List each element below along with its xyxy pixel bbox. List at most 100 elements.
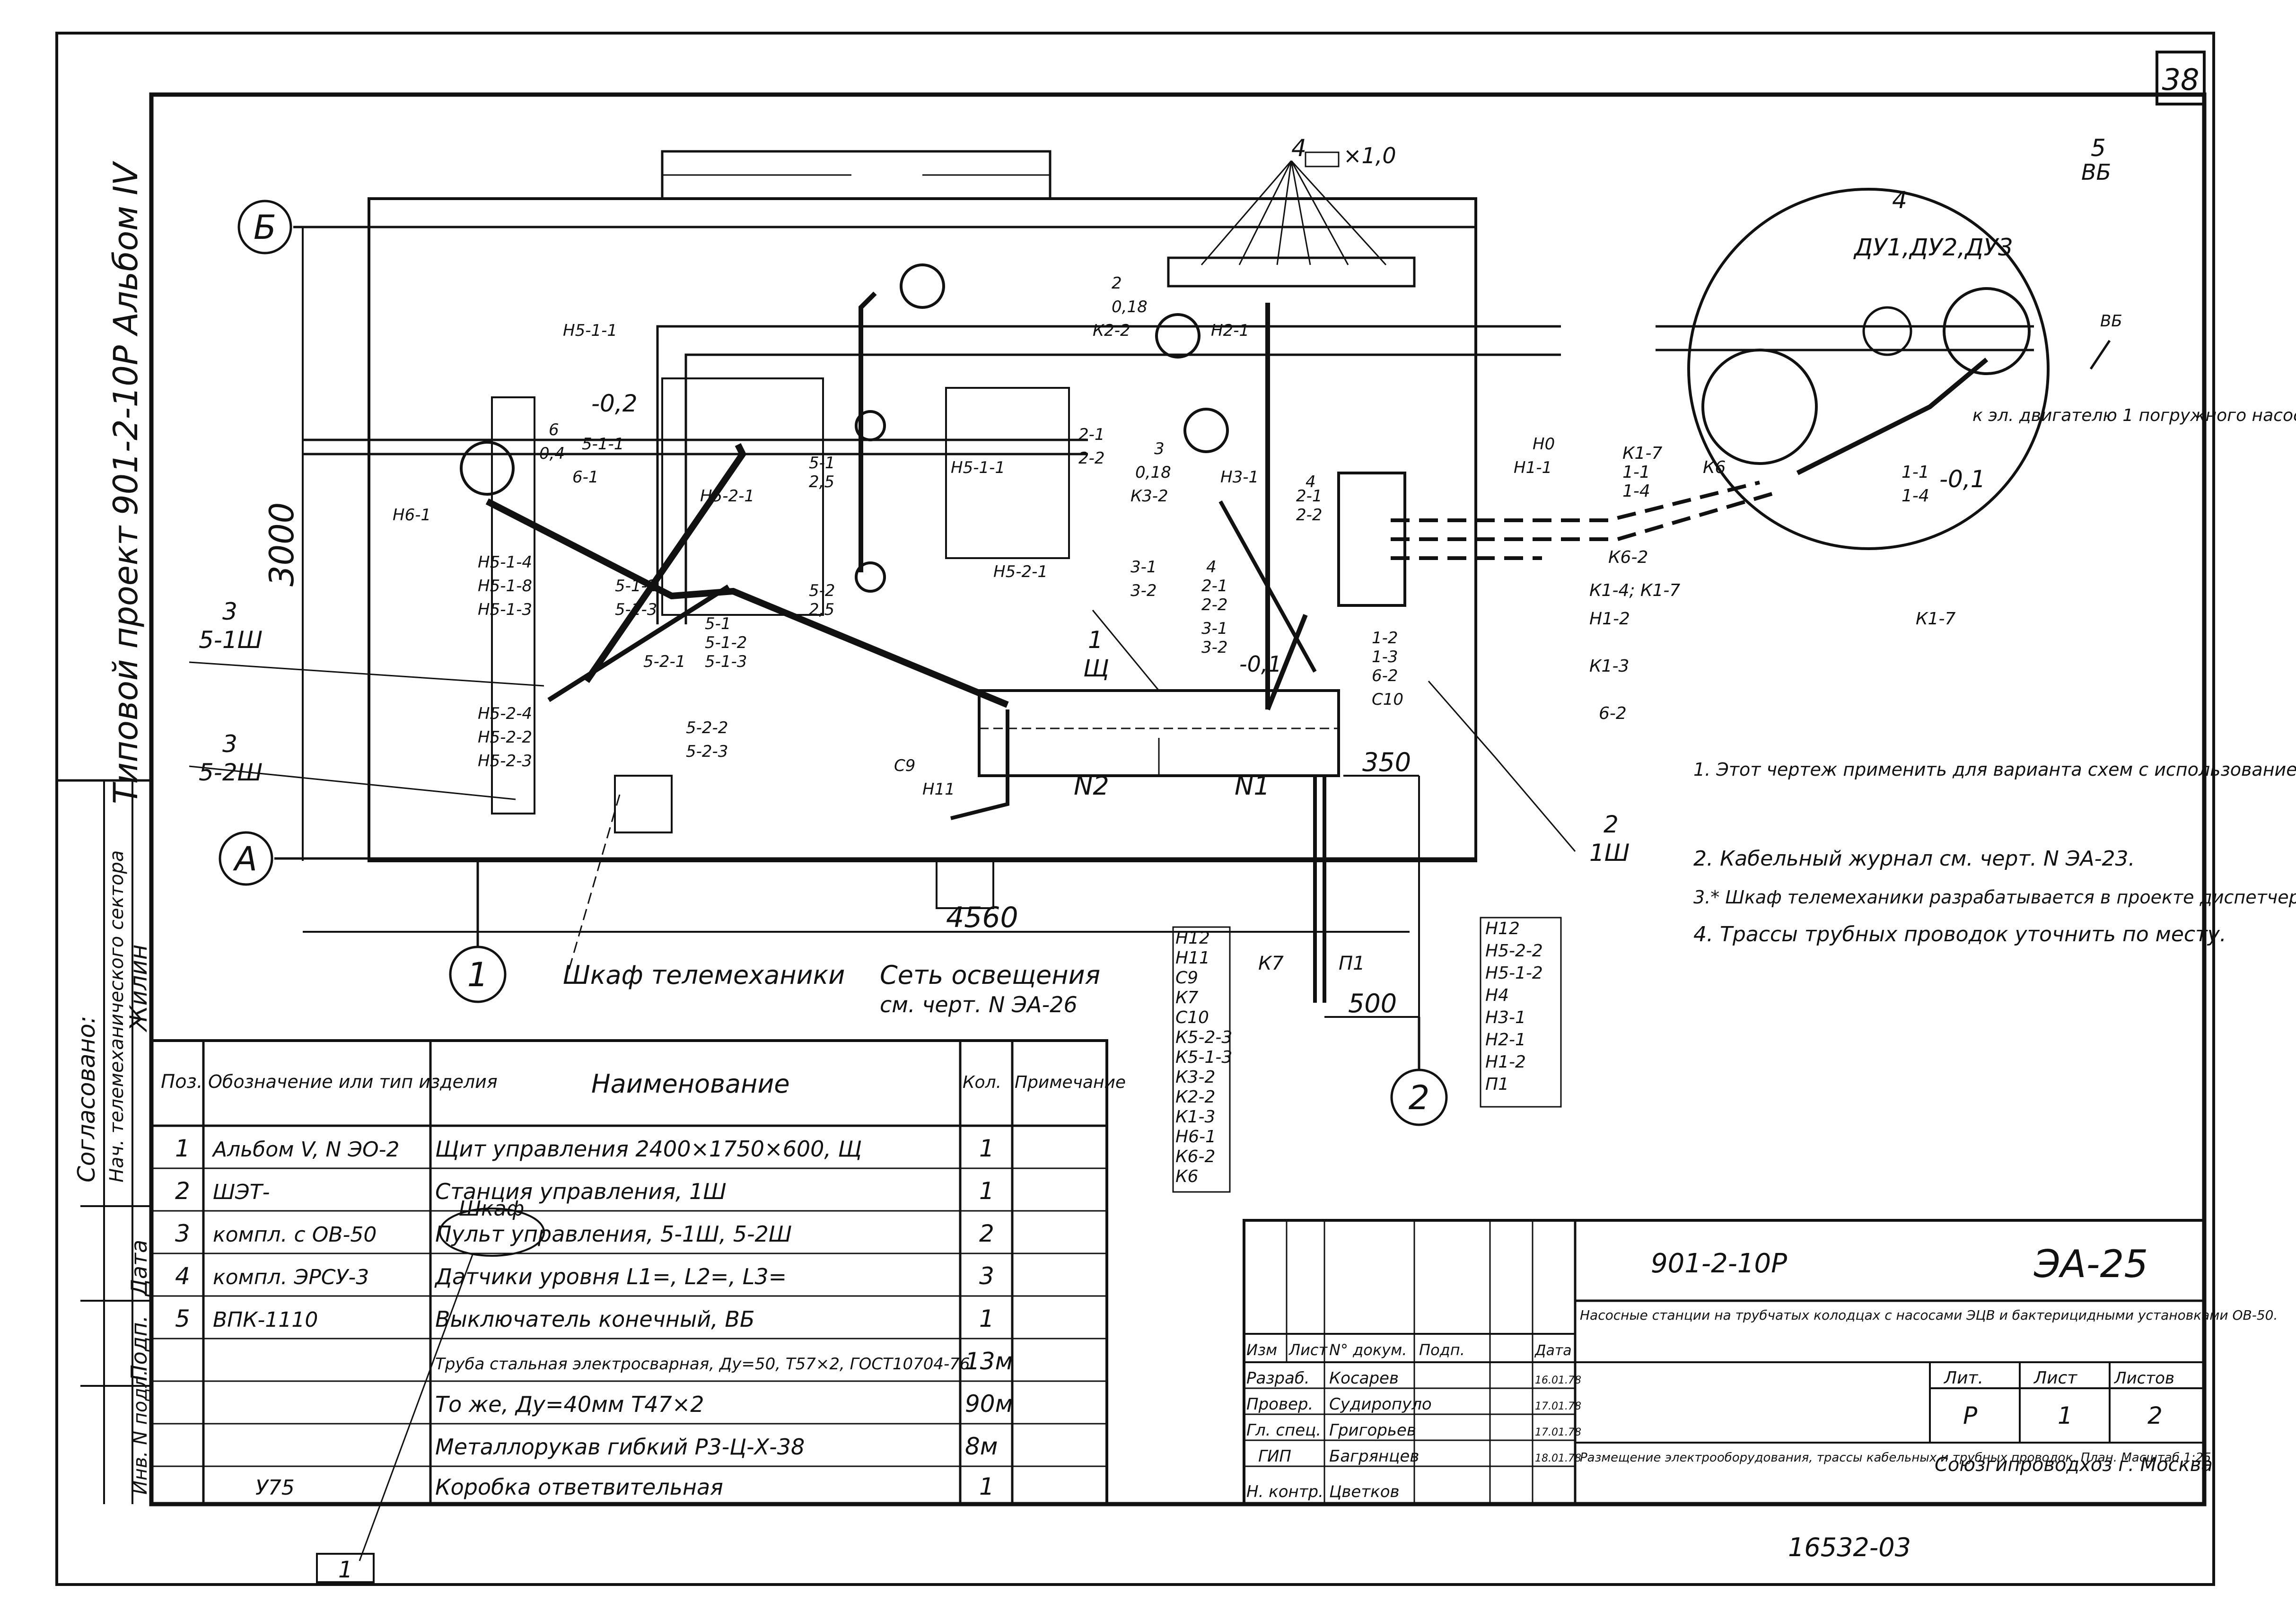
person: Багрянцев [1329, 1447, 1419, 1466]
tag: 2-2 [1078, 449, 1105, 468]
svg-text:1: 1 [979, 1177, 994, 1205]
tag: К1-7 [1916, 609, 1955, 629]
role: Провер. [1246, 1395, 1313, 1414]
tag: 5-1 [705, 614, 731, 633]
table-row: 2 ШЭТ- Станция управления, 1Ш 1 [175, 1177, 994, 1205]
table-row: Труба стальная электросварная, Ду=50, Т5… [435, 1348, 1013, 1375]
svg-text:Станция управления, 1Ш: Станция управления, 1Ш [435, 1179, 727, 1204]
dimension-4560: 4560 [946, 901, 1018, 934]
tag: Н5-1-1 [951, 458, 1005, 477]
header-designation: Обозначение или тип изделия [208, 1071, 498, 1092]
tag: 1-4 [1902, 486, 1929, 506]
tag: 5-2-3 [686, 742, 728, 761]
svg-text:13м: 13м [965, 1348, 1013, 1375]
tag: 3-2 [1130, 581, 1157, 600]
tag: 1-1 [1622, 463, 1650, 482]
axis-1-marker: 1 [449, 946, 507, 1003]
tag: 5-1-1 [582, 435, 624, 454]
role: Н. контр. [1246, 1482, 1323, 1501]
cable-n2: N2 [1074, 771, 1109, 801]
overwrite-label: Шкаф [459, 1197, 524, 1221]
agreed-label: Согласовано: [73, 1016, 100, 1182]
tag: 3-1 [1201, 619, 1228, 638]
tag: С9 [894, 756, 915, 775]
station-1sh: 1Ш [1589, 839, 1630, 867]
tag: К6 [1703, 458, 1726, 477]
spec-table: Поз. Обозначение или тип изделия Наимено… [150, 1039, 1126, 1583]
cable-tag: С9 [1175, 968, 1198, 988]
pos2-label: 2 [1604, 811, 1619, 838]
svg-text:Металлорукав гибкий Р3-Ц-Х-38: Металлорукав гибкий Р3-Ц-Х-38 [435, 1434, 805, 1460]
cable-tag: Н4 [1485, 986, 1509, 1005]
vb-small: ВБ [2100, 312, 2122, 331]
cable-tag: Н11 [1175, 948, 1210, 968]
well-level: -0,1 [1939, 465, 1986, 493]
drawing-code: ЭА-25 [2033, 1242, 2148, 1286]
tag: 5-2 [809, 581, 835, 600]
agreed-name: Жилин [125, 945, 152, 1033]
svg-text:ВПК-1110: ВПК-1110 [213, 1308, 318, 1332]
tag: 5-2-2 [686, 718, 728, 737]
tag: 4 [1206, 558, 1217, 577]
cable-tag: П1 [1485, 1075, 1509, 1094]
table-row: 1 Альбом V, N ЭО-2 Щит управления 2400×1… [175, 1135, 994, 1162]
tag: 2-1 [1078, 425, 1105, 444]
dimension-500: 500 [1348, 989, 1397, 1018]
table-row: То же, Ду=40мм Т47×2 90м [435, 1390, 1013, 1418]
svg-text:Труба стальная электросварная,: Труба стальная электросварная, Ду=50, Т5… [435, 1355, 970, 1374]
tag: 6-2 [1599, 704, 1627, 723]
agreed-role: Нач. телемеханического сектора [106, 850, 128, 1182]
tag: Н11 [922, 780, 955, 799]
col-header: Подп. [1419, 1341, 1465, 1359]
lighting-label-1: Сеть освещения [880, 960, 1100, 990]
svg-text:компл. с ОВ-50: компл. с ОВ-50 [213, 1223, 377, 1247]
strip-inv: Инв. N подл. [130, 1370, 151, 1495]
cable-p1: П1 [1339, 953, 1365, 974]
svg-text:Щит управления 2400×1750×600,: Щит управления 2400×1750×600, Щ [435, 1136, 862, 1162]
cable-k7: К7 [1258, 953, 1284, 974]
svg-text:Выключатель конечный, ВБ: Выключатель конечный, ВБ [435, 1306, 755, 1332]
svg-text:90м: 90м [965, 1390, 1013, 1418]
tag: Н5-1-4 [478, 553, 532, 572]
header-qty: Кол. [963, 1073, 1001, 1092]
date: 17.01.78 [1535, 1401, 1581, 1412]
callout-number: 1 [338, 1557, 353, 1583]
svg-text:компл. ЭРСУ-3: компл. ЭРСУ-3 [213, 1265, 369, 1289]
date: 17.01.78 [1535, 1427, 1581, 1438]
cable-list-left: Н12 Н11 С9 К7 С10 К5-2-3 К5-1-3 К3-2 К2-… [1172, 926, 1232, 1193]
table-row: Металлорукав гибкий Р3-Ц-Х-38 8м [435, 1433, 998, 1460]
tag: 1-1 [1902, 463, 1929, 482]
tag: Н0 [1533, 435, 1555, 454]
cable-tag: Н5-1-2 [1485, 963, 1543, 983]
cable-tag: К1-3 [1175, 1107, 1215, 1127]
svg-text:4: 4 [175, 1262, 190, 1290]
sheet-value: 1 [2058, 1402, 2073, 1429]
tag: 6-1 [572, 468, 599, 487]
side-title: Типовой проект 901-2-10Р Альбом IV [106, 161, 145, 804]
tag: К3-2 [1130, 487, 1168, 506]
svg-text:3: 3 [979, 1262, 994, 1290]
tag: 3 [1154, 439, 1165, 458]
cable-tag: С10 [1175, 1008, 1209, 1027]
cable-tag: К5-2-3 [1175, 1028, 1232, 1047]
tag: 5-1 [809, 454, 835, 473]
date: 18.01.78 [1535, 1453, 1581, 1464]
axis-a-marker: А [219, 831, 273, 886]
svg-text:Датчики уровня L1=, L2=, L3=: Датчики уровня L1=, L2=, L3= [434, 1264, 787, 1289]
tag: С10 [1372, 690, 1403, 709]
tag: К6-2 [1608, 548, 1648, 567]
axis-b-marker: Б [237, 200, 292, 254]
level-sensor-labels: ДУ1,ДУ2,ДУ3 [1853, 234, 2013, 261]
svg-text:1: 1 [467, 955, 489, 994]
tag: 6-2 [1372, 666, 1398, 685]
tag: К1-4; К1-7 [1589, 581, 1680, 600]
dimension-350: 350 [1362, 747, 1411, 777]
svg-text:2: 2 [175, 1177, 190, 1205]
vb-pos: 5 [2091, 134, 2106, 162]
bottom-code: 16532-03 [1788, 1532, 1911, 1562]
svg-text:1: 1 [979, 1135, 994, 1162]
cable-tag: К2-2 [1175, 1087, 1215, 1107]
shield-pos: 1 [1088, 626, 1103, 654]
svg-text:ШЭТ-: ШЭТ- [213, 1180, 270, 1204]
